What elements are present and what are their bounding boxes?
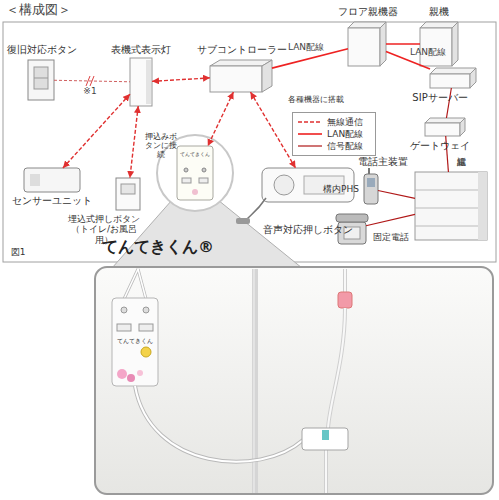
connector bbox=[208, 92, 234, 146]
connector bbox=[54, 80, 130, 82]
push-button-icon bbox=[116, 178, 140, 210]
legend-text: LAN配線 bbox=[327, 128, 363, 141]
wall-switch-icon bbox=[28, 60, 54, 100]
legend-line-sample bbox=[297, 142, 323, 150]
legend-line bbox=[298, 145, 322, 146]
server-icon bbox=[430, 68, 476, 88]
legend-text: 信号配線 bbox=[327, 140, 363, 153]
node-label: 親機 bbox=[419, 6, 459, 18]
diagram-title: ＜構成図＞ bbox=[6, 3, 71, 18]
node-label: てんてきくん® bbox=[90, 238, 226, 256]
connector bbox=[130, 106, 138, 178]
sensor-unit-icon bbox=[24, 168, 80, 192]
legend-row: LAN配線 bbox=[297, 128, 371, 140]
legend-line bbox=[298, 133, 322, 135]
legend-box: 無線通信LAN配線信号配線 bbox=[292, 112, 376, 156]
node-label: SIPサーバー bbox=[400, 92, 480, 104]
device-node: 埋込式押しボタン （トイレ/お風呂用） bbox=[116, 178, 140, 210]
pbx-cabinet-icon bbox=[415, 172, 487, 240]
device-node: 構内PHS bbox=[364, 174, 378, 204]
device-node: フロア親機器 bbox=[348, 22, 386, 66]
photo bbox=[95, 267, 493, 494]
note-label: 図1 bbox=[6, 247, 30, 257]
connector bbox=[63, 94, 130, 168]
connector bbox=[378, 190, 415, 198]
phs-handset-icon bbox=[364, 168, 378, 204]
node-label: ゲートウェイ bbox=[402, 140, 478, 152]
device-node: 表機式表示灯 bbox=[130, 58, 152, 106]
gateway-icon bbox=[425, 118, 465, 136]
voice-button-icon bbox=[236, 168, 354, 224]
legend-line bbox=[298, 121, 322, 122]
legend-row: 無線通信 bbox=[297, 116, 371, 128]
controller-box-icon bbox=[210, 60, 272, 92]
connector bbox=[386, 43, 420, 45]
floor-unit-icon bbox=[348, 22, 386, 66]
device-node: ゲートウェイ bbox=[425, 118, 465, 136]
connector bbox=[366, 214, 415, 225]
device-node: SIPサーバー bbox=[430, 68, 476, 88]
node-label: 音声対応押しボタン bbox=[250, 224, 366, 236]
connector-label: LAN配線 bbox=[288, 41, 324, 54]
connector-label: LAN配線 bbox=[410, 46, 446, 59]
device-node: センサーユニット bbox=[24, 168, 80, 192]
note-label: てんてきくん bbox=[113, 338, 157, 345]
node-label: センサーユニット bbox=[8, 195, 96, 207]
node-label: サブコントローラー bbox=[192, 44, 292, 56]
legend-line-sample bbox=[297, 130, 323, 138]
break-mark bbox=[86, 76, 94, 86]
note-label: 各種機器に搭載 bbox=[276, 95, 356, 104]
connector bbox=[152, 78, 210, 81]
device-node: サブコントローラー bbox=[210, 60, 272, 92]
device-node: 親機 bbox=[420, 22, 458, 66]
legend-row: 信号配線 bbox=[297, 140, 371, 152]
device-node: 電話主装置 bbox=[415, 172, 487, 240]
master-unit-icon bbox=[420, 22, 458, 66]
node-label: 固定電話 bbox=[368, 232, 414, 242]
note-label: 押込みボタンに接続 bbox=[143, 132, 179, 160]
node-label: 構内PHS bbox=[318, 184, 364, 194]
connector-label: ※1 bbox=[83, 86, 96, 96]
node-label: 復旧対応ボタン bbox=[2, 44, 82, 56]
legend-line-sample bbox=[297, 118, 323, 126]
device-node: 音声対応押しボタン bbox=[262, 168, 354, 210]
indicator-lamp-icon bbox=[130, 58, 152, 106]
node-label: フロア親機器 bbox=[332, 6, 404, 18]
node-label: 表機式表示灯 bbox=[98, 44, 184, 56]
device-node: 復旧対応ボタン bbox=[28, 60, 54, 100]
note-label: てんてきくん bbox=[177, 152, 213, 158]
legend-text: 無線通信 bbox=[327, 116, 363, 129]
node-label: 電話主装置 bbox=[352, 156, 414, 168]
